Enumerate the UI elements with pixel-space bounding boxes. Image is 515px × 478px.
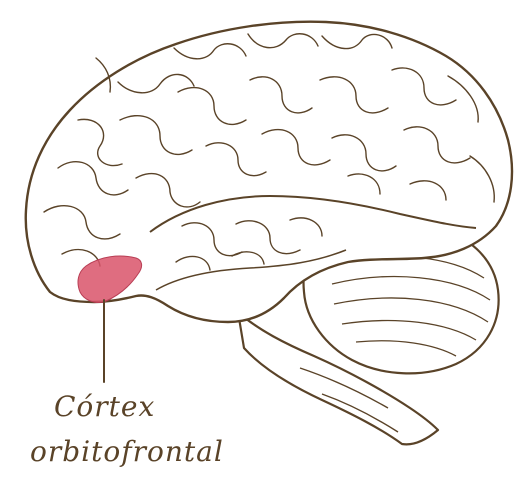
cortex-label: Córtex [54, 393, 155, 421]
orbitofrontal-label: orbitofrontal [30, 438, 224, 466]
